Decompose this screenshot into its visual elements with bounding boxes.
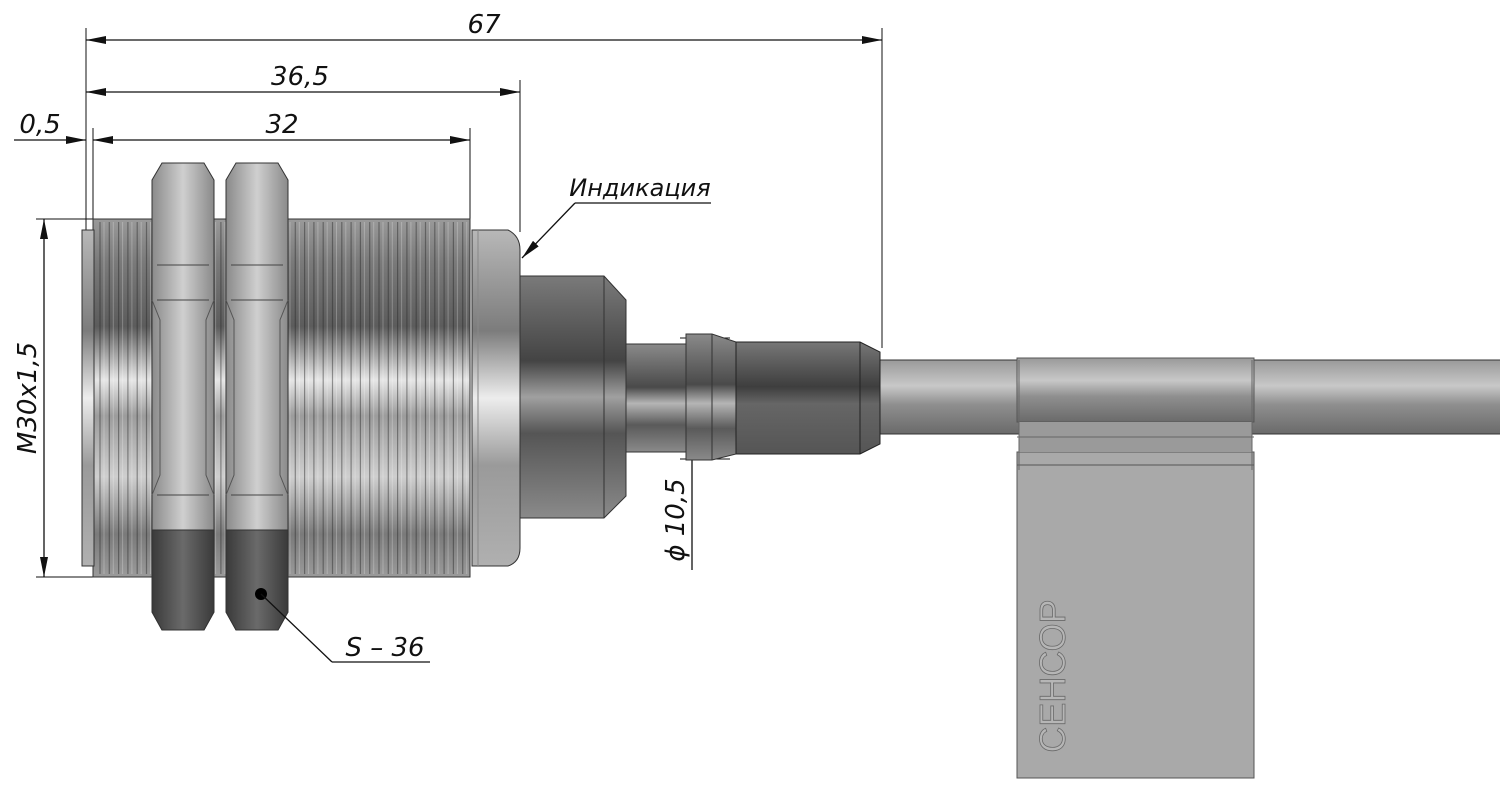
dimension-36-5-label: 36,5 <box>271 62 329 92</box>
dimension-diameter-label: ϕ 10,5 <box>661 478 691 561</box>
dimension-overall-length: 67 <box>86 10 882 44</box>
hex-nut-2 <box>225 162 289 631</box>
nut-size-callout: S – 36 <box>255 588 430 663</box>
indication-callout: Индикация <box>521 174 711 259</box>
brand-label: СЕНСОР <box>1032 599 1073 752</box>
indicator-collar <box>471 229 521 567</box>
dimension-0-5-label: 0,5 <box>19 110 60 140</box>
dimension-thread-body-length: 36,5 <box>86 62 520 96</box>
cable-gland <box>625 333 881 461</box>
dimension-thread-length: 32 0,5 <box>14 110 470 144</box>
dimension-thread-size-label: M30x1,5 <box>13 342 43 454</box>
dimension-67-label: 67 <box>467 10 501 40</box>
cable-tag: СЕНСОР <box>1016 357 1255 779</box>
hex-nut-1 <box>151 162 215 631</box>
rear-body <box>519 275 627 519</box>
dimension-thread-size: M30x1,5 <box>13 219 48 577</box>
indication-label: Индикация <box>569 174 710 202</box>
dimension-32-label: 32 <box>265 110 298 140</box>
nut-size-label: S – 36 <box>345 633 424 663</box>
